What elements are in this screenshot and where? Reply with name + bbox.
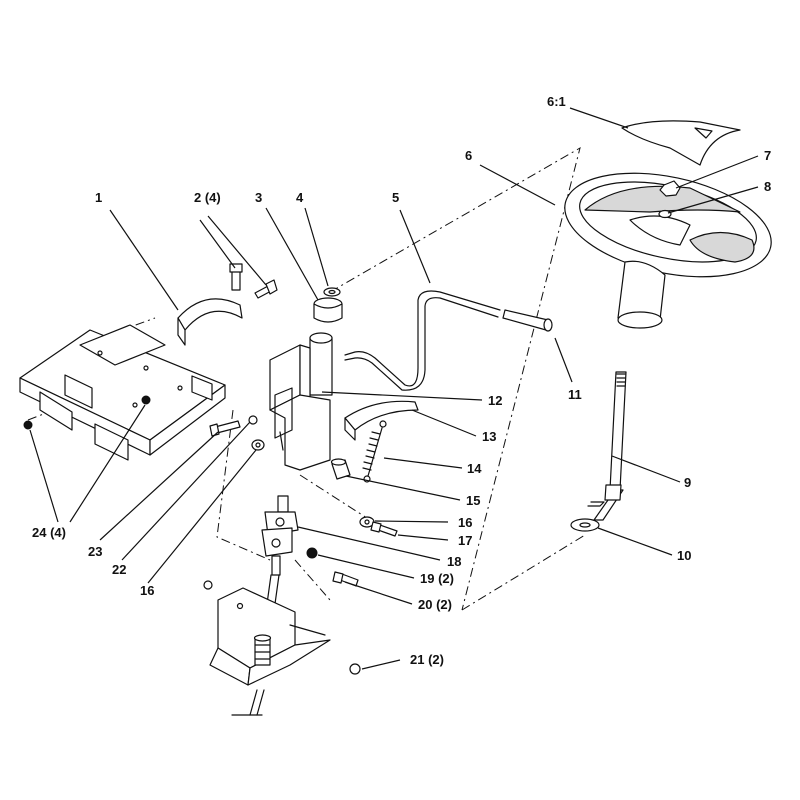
centerline-20	[294, 559, 331, 601]
callout-16-right: 16	[458, 515, 472, 530]
part-18-universal-joint	[261, 495, 299, 576]
part-6-steering-wheel	[564, 172, 772, 329]
leader-12	[321, 391, 483, 401]
leader-15	[345, 475, 461, 501]
leader-lines	[29, 107, 759, 670]
part-4-washer	[323, 287, 341, 297]
leader-11	[554, 337, 573, 383]
leader-6	[479, 164, 556, 206]
part-19-nut	[306, 547, 318, 559]
leader-2	[199, 215, 267, 286]
centerline-6	[329, 146, 581, 611]
callout-2: 2 (4)	[194, 190, 221, 205]
callout-20: 20 (2)	[418, 597, 452, 612]
leader-20	[344, 581, 413, 605]
leader-19	[317, 554, 415, 579]
callout-6: 6	[465, 148, 472, 163]
part-2-bolts	[229, 263, 278, 299]
callout-10: 10	[677, 548, 691, 563]
callout-19: 19 (2)	[420, 571, 454, 586]
leader-16-left	[147, 449, 257, 584]
centerline-22	[216, 409, 271, 561]
part-21-nut	[349, 663, 361, 675]
callout-16-left: 16	[140, 583, 154, 598]
callout-9: 9	[684, 475, 691, 490]
part-16-washer-left	[251, 439, 265, 451]
centerline-10	[461, 534, 586, 611]
leader-21	[361, 659, 401, 670]
leader-6-1	[569, 107, 629, 129]
leader-24	[29, 404, 146, 523]
part-13-plate	[344, 400, 419, 441]
part-24-nuts	[23, 395, 151, 430]
callout-4: 4	[296, 190, 304, 205]
part-3-bushing	[313, 297, 343, 323]
callout-14: 14	[467, 461, 482, 476]
leader-7	[675, 155, 759, 189]
callout-17: 17	[458, 533, 472, 548]
callout-1: 1	[95, 190, 102, 205]
part-17-bolt	[370, 521, 398, 537]
part-12-steering-column	[269, 332, 333, 471]
callout-22: 22	[112, 562, 126, 577]
part-8-washer	[658, 209, 672, 219]
leader-5	[399, 209, 431, 284]
part-1-clamp	[177, 298, 243, 346]
leader-4	[304, 207, 329, 287]
part-7-nut	[659, 180, 681, 197]
leader-23	[99, 431, 219, 541]
callout-23: 23	[88, 544, 102, 559]
part-5-rod	[344, 290, 501, 391]
leader-10	[597, 527, 673, 556]
part-11-sleeve	[502, 309, 553, 332]
callout-labels: 1 2 (4) 3 4 5 6 6:1 7 8 9 10 11 12 13 14…	[32, 94, 771, 667]
callout-3: 3	[255, 190, 262, 205]
part-20-bolt	[332, 571, 359, 587]
leader-13	[411, 409, 477, 437]
part-9-shaft	[587, 371, 627, 521]
leader-18	[297, 526, 441, 561]
leader-22	[121, 421, 251, 561]
part-10-washer	[570, 518, 600, 532]
part-23-bolt	[209, 420, 241, 437]
nut-24b	[141, 395, 151, 405]
leader-17	[397, 534, 449, 541]
callout-6-1: 6:1	[547, 94, 566, 109]
leader-1	[109, 209, 179, 311]
callout-12: 12	[488, 393, 502, 408]
leader-3	[265, 207, 319, 301]
centerline-16	[299, 474, 371, 521]
callout-13: 13	[482, 429, 496, 444]
leader-8	[667, 186, 759, 214]
callout-7: 7	[764, 148, 771, 163]
callout-5: 5	[392, 190, 399, 205]
callout-11: 11	[568, 387, 582, 402]
nut-24a	[23, 420, 33, 430]
callout-24: 24 (4)	[32, 525, 66, 540]
lower-bracket	[203, 580, 331, 686]
part-22-nut	[248, 415, 258, 425]
callout-15: 15	[466, 493, 480, 508]
part-1-mounting-bracket	[19, 324, 226, 461]
part-15-spacer	[330, 458, 351, 480]
callout-8: 8	[764, 179, 771, 194]
leader-14	[383, 457, 463, 469]
callout-18: 18	[447, 554, 461, 569]
part-14-spring	[362, 420, 387, 483]
leader-9	[611, 455, 681, 483]
part-6-1-cap	[621, 120, 741, 166]
leader-16-right	[374, 520, 449, 523]
callout-21: 21 (2)	[410, 652, 444, 667]
